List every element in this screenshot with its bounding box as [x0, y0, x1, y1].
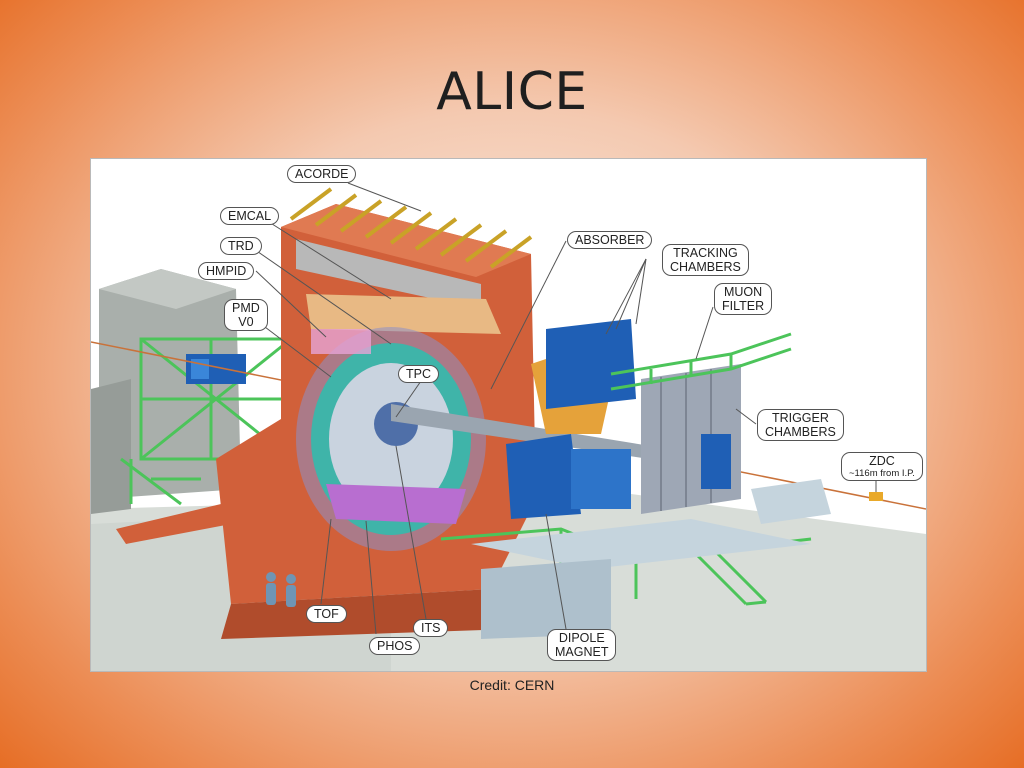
zdc-module — [869, 492, 883, 501]
label-absorber: ABSORBER — [567, 231, 653, 249]
shielding-block-left — [99, 269, 241, 499]
label-pmd: PMD — [232, 301, 260, 315]
hmpid-module — [311, 329, 371, 354]
image-credit: Credit: CERN — [469, 677, 555, 693]
label-phos: PHOS — [369, 637, 421, 655]
detector-illustration — [91, 182, 926, 671]
label-zdc: ZDC ~116m from I.P. — [841, 452, 923, 481]
label-leaders — [250, 182, 877, 635]
label-tracking-chambers: TRACKING CHAMBERS — [662, 244, 749, 276]
label-v0: V0 — [238, 315, 254, 329]
label-hmpid: HMPID — [198, 262, 255, 280]
tracking-chambers — [546, 319, 636, 409]
label-muon-filter: MUON FILTER — [714, 283, 773, 315]
detector-diagram: ACORDE EMCAL TRD HMPID PMD V0 TPC ABSORB… — [90, 158, 927, 672]
platform — [471, 519, 811, 569]
label-dipole-magnet: DIPOLE MAGNET — [547, 629, 617, 661]
label-trigger-chambers: TRIGGER CHAMBERS — [757, 409, 844, 441]
label-tof: TOF — [306, 605, 347, 623]
label-acorde: ACORDE — [287, 165, 357, 183]
label-its: ITS — [413, 619, 449, 637]
slide-title: ALICE — [436, 62, 588, 122]
human-figures — [266, 572, 296, 607]
phos-module — [326, 484, 466, 524]
label-tpc: TPC — [398, 365, 439, 383]
dipole-magnet — [506, 434, 581, 519]
support-base — [481, 559, 611, 639]
label-trd: TRD — [220, 237, 262, 255]
emcal-module — [306, 294, 501, 334]
label-pmd-v0: PMD V0 — [224, 299, 268, 331]
rail-ramp — [116, 504, 231, 544]
acorde-scintillators — [289, 187, 533, 269]
label-emcal: EMCAL — [220, 207, 280, 225]
